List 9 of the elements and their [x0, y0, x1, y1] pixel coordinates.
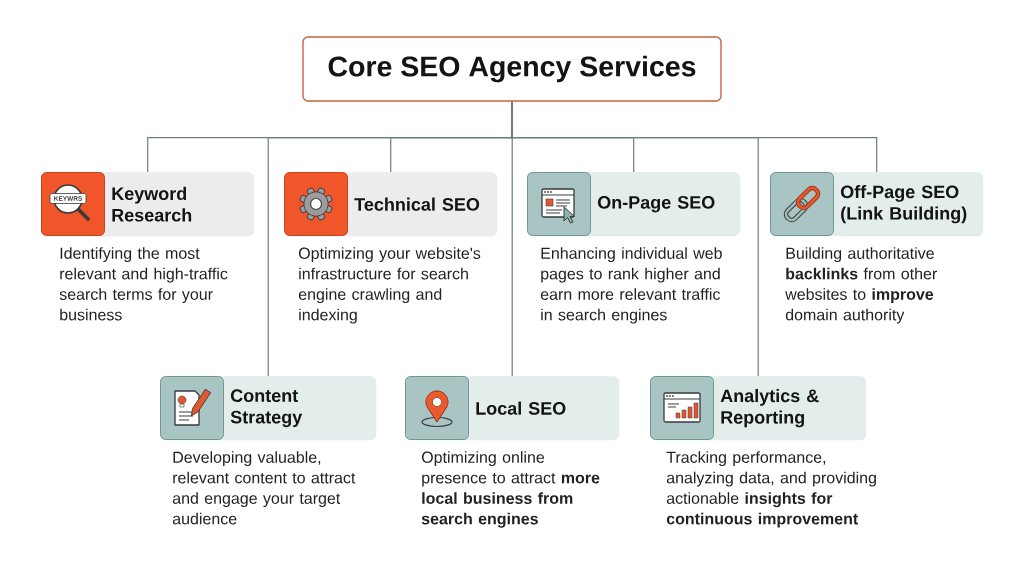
description-text: Building authoritative backlinks from other websites to improve domain authority [785, 247, 937, 324]
title-box: Core SEO Agency Services [302, 36, 722, 102]
description-text: Enhancing individual web pages to rank higher and earn more relevant traffic in search engines [540, 247, 722, 324]
connector-line [511, 101, 759, 377]
description-text: Tracking performance, analyzing data, and providing actionable insights for continuous improvement [666, 451, 876, 528]
description-text: Identifying the most relevant and high-traffic search terms for your business [59, 247, 228, 321]
description-text: Developing valuable, relevant content to attract and engage your target audience [172, 451, 356, 525]
description-text: Optimizing online presence to attract more local business from search engines [421, 451, 600, 528]
description-text: Optimizing your website's infrastructure for search engine crawling and indexing [298, 247, 481, 324]
